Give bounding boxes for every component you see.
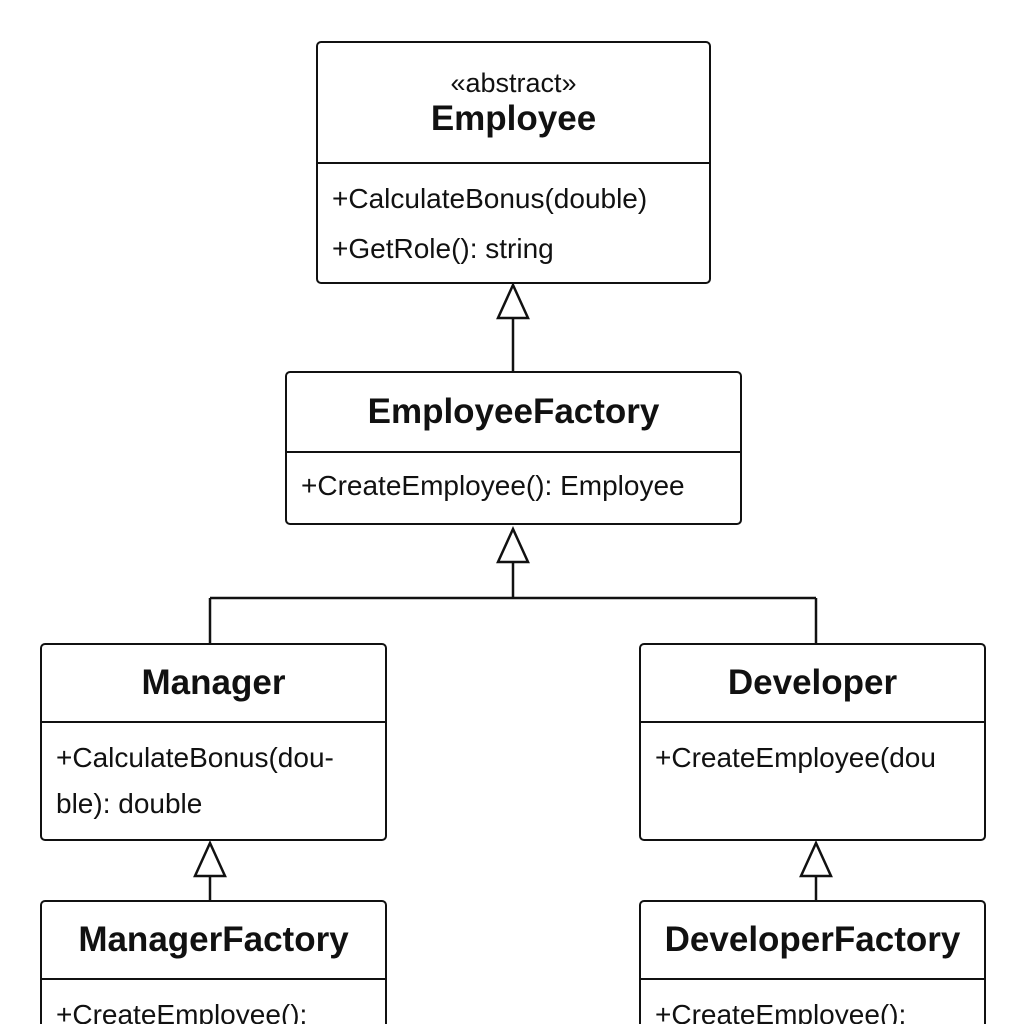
class-manager[interactable]: Manager +CalculateBonus(dou- ble): doubl…	[40, 643, 387, 841]
class-members: +CreateEmployee(dou	[641, 723, 984, 781]
class-members: +CreateEmployee(): Employee	[287, 453, 740, 511]
class-name: DeveloperFactory	[664, 920, 961, 959]
class-employee-factory[interactable]: EmployeeFactory +CreateEmployee(): Emplo…	[285, 371, 742, 525]
class-members: +CreateEmployee():	[42, 980, 385, 1024]
class-name: Manager	[141, 663, 286, 702]
class-manager-factory[interactable]: ManagerFactory +CreateEmployee():	[40, 900, 387, 1024]
inheritance-arrowhead-employee	[496, 281, 530, 320]
method-calculate-bonus-line-1: +CalculateBonus(dou-	[56, 742, 334, 773]
class-developer[interactable]: Developer +CreateEmployee(dou	[639, 643, 986, 841]
class-members: +CalculateBonus(dou- ble): double	[42, 723, 385, 827]
class-header: «abstract» Employee	[318, 43, 709, 164]
inheritance-arrowhead-developer	[799, 839, 833, 878]
class-members: +CreateEmployee():	[641, 980, 984, 1024]
method-create-employee: +CreateEmployee(dou	[655, 742, 936, 773]
class-name: Employee	[430, 98, 597, 138]
stereotype-label: «abstract»	[450, 67, 577, 98]
class-header: Developer	[641, 645, 984, 723]
class-name: EmployeeFactory	[367, 392, 660, 431]
method-create-employee: +CreateEmployee():	[56, 999, 308, 1024]
inheritance-arrowhead-manager	[193, 839, 227, 878]
method-get-role: +GetRole(): string	[332, 233, 554, 264]
class-name: Developer	[727, 663, 898, 702]
method-create-employee: +CreateEmployee():	[655, 999, 907, 1024]
inheritance-arrowhead-employeefactory	[496, 525, 530, 564]
class-header: ManagerFactory	[42, 902, 385, 980]
class-header: EmployeeFactory	[287, 373, 740, 453]
class-developer-factory[interactable]: DeveloperFactory +CreateEmployee():	[639, 900, 986, 1024]
method-create-employee: +CreateEmployee(): Employee	[301, 470, 685, 501]
class-name: ManagerFactory	[78, 920, 349, 959]
class-header: DeveloperFactory	[641, 902, 984, 980]
method-calculate-bonus: +CalculateBonus(double)	[332, 183, 648, 214]
method-calculate-bonus-line-2: ble): double	[56, 788, 203, 819]
class-header: Manager	[42, 645, 385, 723]
class-members: +CalculateBonus(double) +GetRole(): stri…	[318, 164, 709, 274]
class-employee[interactable]: «abstract» Employee +CalculateBonus(doub…	[316, 41, 711, 284]
